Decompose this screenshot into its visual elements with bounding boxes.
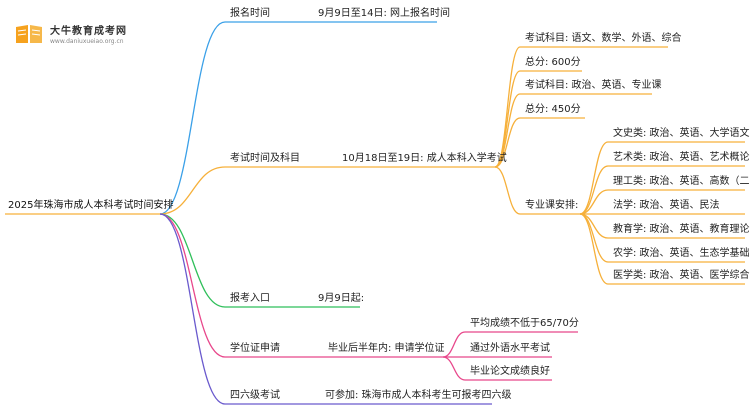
- connector-degree-thesis: [442, 356, 466, 381]
- connector-degree-average-score: [442, 331, 466, 358]
- connector-major-arrangement: [494, 166, 521, 215]
- branch-registration-time: 报名时间: [230, 8, 270, 19]
- branch-cet-exam: 四六级考试: [230, 390, 280, 401]
- connector-root-cet: [159, 213, 226, 405]
- exam-dates: 10月18日至19日: 成人本科入学考试: [342, 153, 507, 164]
- connector-subjects-gaoqiben: [494, 46, 521, 168]
- root-node: 2025年珠海市成人本科考试时间安排: [8, 200, 174, 211]
- major-science-engineering: 理工类: 政治、英语、高数（二）: [613, 176, 750, 187]
- connector-major-science: [579, 189, 609, 215]
- connector-major-agriculture: [579, 213, 609, 263]
- degree-req-thesis: 毕业论文成绩良好: [470, 366, 550, 377]
- registration-period: 9月9日至14日: 网上报名时间: [318, 8, 450, 19]
- branch-application-entry: 报考入口: [230, 293, 270, 304]
- connector-root-entry: [159, 213, 226, 308]
- entry-date: 9月9日起:: [318, 293, 365, 304]
- cet-eligibility: 可参加: 珠海市成人本科考生可报考四六级: [325, 390, 512, 401]
- site-logo: 大牛教育成考网 www.daniuxueiao.org.cn: [14, 22, 127, 45]
- connector-root-registration: [159, 21, 226, 215]
- connector-total-450: [494, 117, 521, 168]
- major-agriculture: 农学: 政治、英语、生态学基础: [613, 248, 750, 259]
- major-medicine: 医学类: 政治、英语、医学综合: [613, 270, 750, 281]
- connector-major-education: [579, 213, 609, 239]
- degree-req-average-score: 平均成绩不低于65/70分: [470, 318, 579, 329]
- book-icon: [16, 24, 42, 43]
- connector-major-medicine: [579, 213, 609, 285]
- degree-deadline: 毕业后半年内: 申请学位证: [328, 343, 445, 354]
- major-course-arrangement: 专业课安排:: [525, 200, 579, 211]
- major-education: 教育学: 政治、英语、教育理论: [613, 224, 750, 235]
- logo-title: 大牛教育成考网: [50, 26, 127, 37]
- connector-root-exam: [159, 166, 226, 215]
- subjects-zhuanshengben: 考试科目: 政治、英语、专业课: [525, 80, 662, 91]
- connector-major-arts: [579, 165, 609, 215]
- subjects-gaoqiben: 考试科目: 语文、数学、外语、综合: [525, 33, 682, 44]
- connector-root-degree: [159, 213, 226, 358]
- logo-url: www.daniuxueiao.org.cn: [50, 38, 124, 45]
- major-law: 法学: 政治、英语、民法: [613, 200, 720, 211]
- total-600: 总分: 600分: [525, 57, 581, 68]
- total-450: 总分: 450分: [525, 104, 581, 115]
- branch-degree-application: 学位证申请: [230, 343, 280, 354]
- major-humanities: 文史类: 政治、英语、大学语文: [613, 128, 750, 139]
- branch-exam-time-subjects: 考试时间及科目: [230, 153, 300, 164]
- degree-req-foreign-language: 通过外语水平考试: [470, 343, 550, 354]
- major-arts: 艺术类: 政治、英语、艺术概论: [613, 152, 750, 163]
